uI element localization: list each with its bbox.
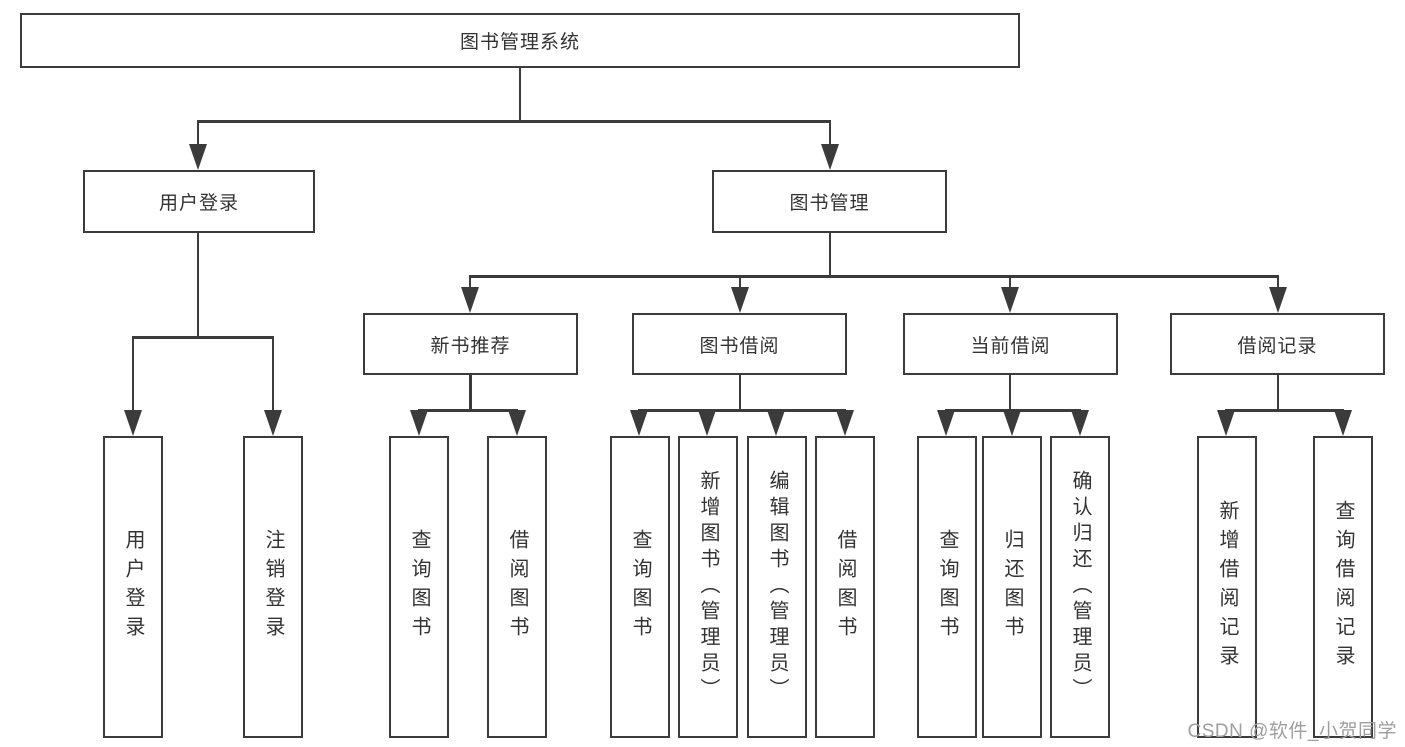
connector-root-crossbar	[196, 120, 832, 123]
leaf-query-borrow-record: 查询借阅记录	[1313, 436, 1373, 738]
arrowhead-down-icon	[124, 410, 142, 436]
arrowhead-down-icon	[767, 410, 785, 436]
connector-drop-level3	[1276, 275, 1280, 291]
arrowhead-down-icon	[461, 287, 479, 313]
connector-book-borrow-trunk	[738, 375, 742, 411]
node-label: 查询借阅记录	[1332, 500, 1354, 674]
leaf-user-login: 用户登录	[103, 436, 163, 738]
connector-drop-leaf	[271, 336, 275, 414]
leaf-add-book-admin: 新增图书（管理员）	[678, 436, 738, 738]
leaf-confirm-return-admin: 确认归还（管理员）	[1050, 436, 1110, 738]
leaf-query-books: 查询图书	[610, 436, 670, 738]
arrowhead-down-icon	[1001, 287, 1019, 313]
connector-drop-leaf	[131, 336, 135, 414]
leaf-return-book: 归还图书	[982, 436, 1042, 738]
connector-drop-level3	[1008, 275, 1012, 291]
connector-user-login-crossbar	[131, 336, 275, 339]
connector-drop-level3	[468, 275, 472, 291]
node-label: 借阅记录	[1237, 335, 1318, 357]
node-label: 确认归还（管理员）	[1069, 470, 1091, 704]
node-current-borrowing: 当前借阅	[903, 313, 1118, 375]
arrowhead-down-icon	[698, 410, 716, 436]
node-label: 查询图书	[936, 529, 958, 645]
arrowhead-down-icon	[1334, 410, 1352, 436]
leaf-query-books: 查询图书	[917, 436, 977, 738]
node-label: 注销登录	[262, 529, 284, 645]
connector-borrow-record-crossbar	[1224, 409, 1345, 412]
connector-current-borrow-trunk	[1008, 375, 1012, 411]
node-label: 编辑图书（管理员）	[766, 470, 788, 704]
node-label: 借阅图书	[834, 529, 856, 645]
arrowhead-down-icon	[1003, 410, 1021, 436]
arrowhead-down-icon	[189, 144, 207, 170]
arrowhead-down-icon	[1071, 410, 1089, 436]
node-label: 当前借阅	[970, 335, 1051, 357]
arrowhead-down-icon	[937, 410, 955, 436]
arrowhead-down-icon	[630, 410, 648, 436]
leaf-query-books: 查询图书	[389, 436, 449, 738]
node-book-management: 图书管理	[712, 170, 947, 233]
connector-new-book-trunk	[469, 375, 472, 411]
leaf-add-borrow-record: 新增借阅记录	[1197, 436, 1257, 738]
csdn-watermark: CSDN @软件_小贺同学	[1187, 721, 1397, 742]
connector-book-borrow-crossbar	[637, 409, 846, 412]
connector-drop-level3	[738, 275, 742, 291]
arrowhead-down-icon	[1269, 287, 1287, 313]
node-label: 新增图书（管理员）	[697, 470, 719, 704]
node-label: 查询图书	[629, 529, 651, 645]
arrowhead-down-icon	[410, 410, 428, 436]
leaf-edit-book-admin: 编辑图书（管理员）	[747, 436, 807, 738]
arrowhead-down-icon	[264, 410, 282, 436]
node-label: 新书推荐	[430, 335, 511, 357]
connector-book-management-crossbar	[468, 275, 1280, 278]
connector-drop-book-management	[828, 120, 832, 148]
node-label: 新增借阅记录	[1216, 500, 1238, 674]
arrowhead-down-icon	[1217, 410, 1235, 436]
node-label: 图书管理系统	[459, 32, 580, 53]
connector-root-trunk	[518, 68, 522, 122]
connector-user-login-trunk	[196, 233, 200, 338]
connector-borrow-record-trunk	[1276, 375, 1280, 411]
arrowhead-down-icon	[821, 144, 839, 170]
connector-book-management-trunk	[828, 233, 832, 277]
node-user-login: 用户登录	[83, 170, 315, 233]
node-book-borrowing: 图书借阅	[632, 313, 847, 375]
arrowhead-down-icon	[836, 410, 854, 436]
node-label: 借阅图书	[506, 529, 528, 645]
arrowhead-down-icon	[508, 410, 526, 436]
node-label: 用户登录	[158, 193, 239, 214]
node-label: 查询图书	[408, 529, 430, 645]
node-borrowing-records: 借阅记录	[1170, 313, 1385, 375]
arrowhead-down-icon	[731, 287, 749, 313]
connector-drop-user-login	[196, 120, 200, 148]
leaf-borrow-books: 借阅图书	[815, 436, 875, 738]
node-new-book-recommend: 新书推荐	[363, 313, 578, 375]
node-label: 用户登录	[122, 529, 144, 645]
node-label: 归还图书	[1001, 529, 1023, 645]
node-label: 图书管理	[789, 193, 870, 214]
connector-new-book-crossbar	[417, 409, 519, 412]
leaf-logout: 注销登录	[243, 436, 303, 738]
node-library-management-system: 图书管理系统	[20, 13, 1020, 68]
leaf-borrow-books: 借阅图书	[487, 436, 547, 738]
node-label: 图书借阅	[699, 335, 780, 357]
